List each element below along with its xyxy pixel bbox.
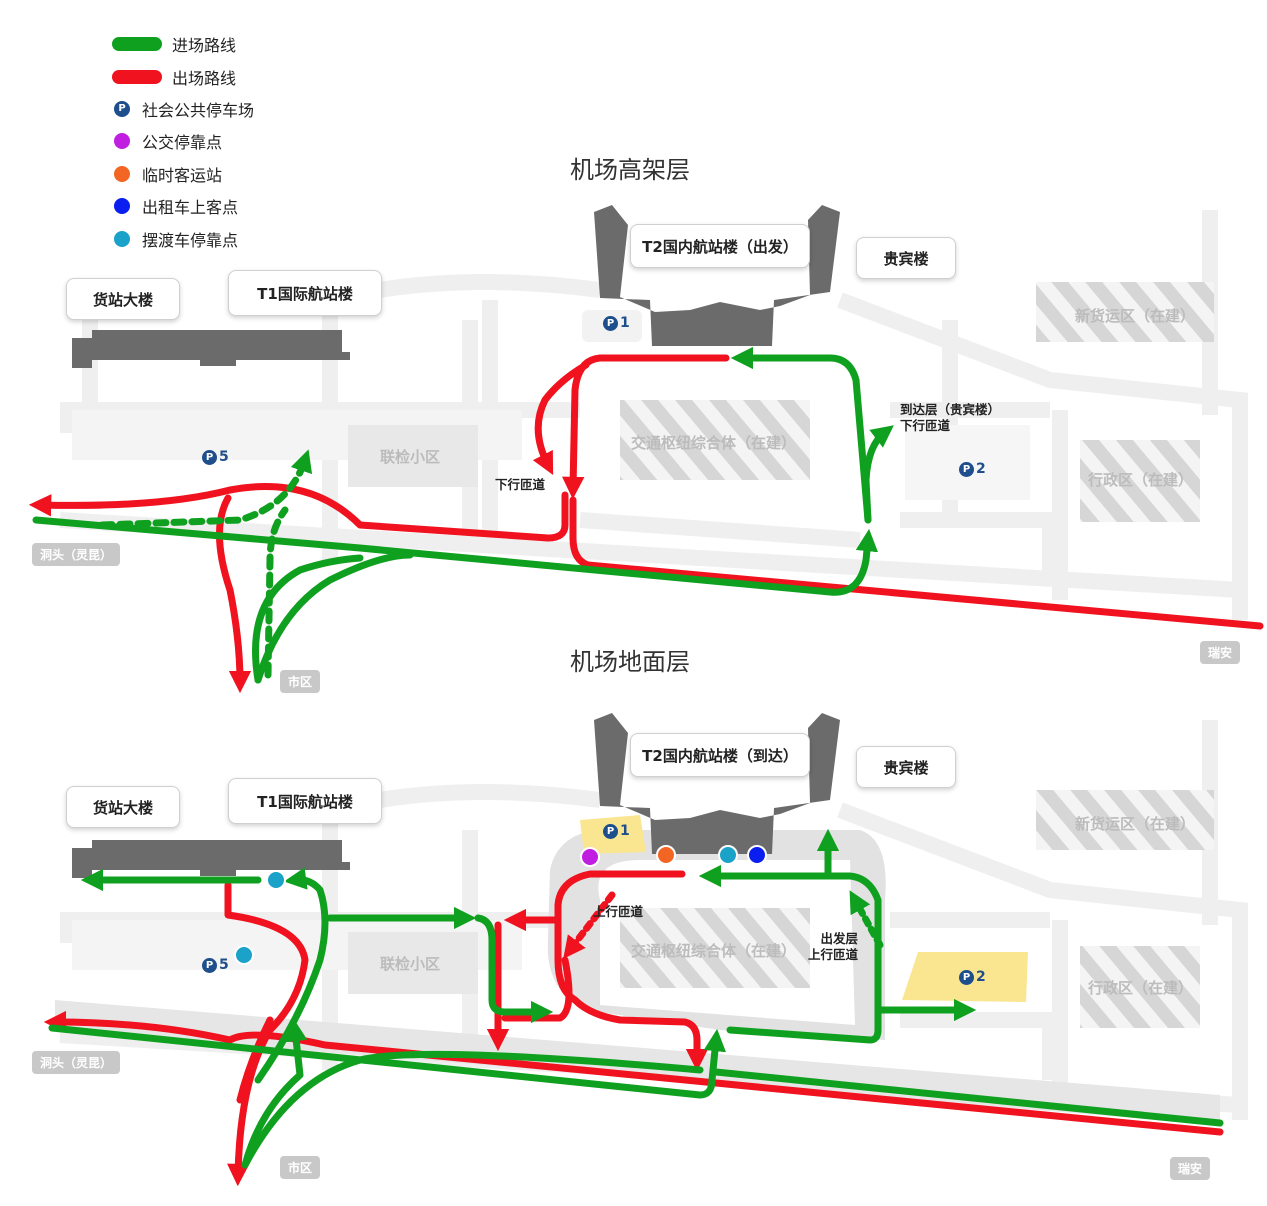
legend-item: 进场路线 bbox=[112, 28, 254, 60]
shuttle-stop-marker bbox=[266, 870, 286, 890]
t2-arrival-callout: T2国内航站楼（到达） bbox=[630, 733, 810, 777]
legend-label: 出场路线 bbox=[172, 68, 237, 88]
cargo-building-callout: 货站大楼 bbox=[66, 278, 180, 320]
new-cargo-area-label: 新货运区（在建） bbox=[1075, 815, 1196, 833]
upper-t2-building bbox=[594, 205, 840, 346]
lower-hub-block bbox=[620, 908, 810, 988]
shuttle-stop-icon bbox=[114, 230, 130, 247]
departure-ramp-label: 出发层 上行匝道 bbox=[808, 931, 859, 962]
admin-area-label: 行政区（在建） bbox=[1088, 471, 1194, 489]
lower-routes bbox=[43, 828, 1224, 1187]
upper-cargo-new-block bbox=[1036, 282, 1214, 342]
cargo-building-callout: 货站大楼 bbox=[66, 786, 180, 828]
lower-inspection-block bbox=[348, 932, 478, 994]
legend-item: 出场路线 bbox=[112, 60, 254, 92]
legend-label: 公交停靠点 bbox=[142, 133, 223, 153]
parking-icon: P bbox=[603, 315, 618, 331]
parking-icon: P bbox=[114, 100, 130, 117]
taxi-pickup-marker bbox=[747, 845, 767, 865]
upper-hub-block bbox=[620, 400, 810, 480]
lower-level-title: 机场地面层 bbox=[570, 648, 690, 676]
lower-map bbox=[43, 713, 1248, 1187]
parking-icon: P bbox=[202, 449, 217, 465]
lower-admin-block bbox=[1080, 946, 1200, 1028]
bus-stop-icon bbox=[114, 133, 130, 150]
exit-route-line bbox=[112, 69, 162, 84]
inspection-area-label: 联检小区 bbox=[380, 955, 441, 973]
road-tag-east: 瑞安 bbox=[1170, 1157, 1211, 1180]
road-tag-west: 洞头（灵昆） bbox=[32, 1051, 121, 1074]
legend-label: 社会公共停车场 bbox=[142, 100, 255, 120]
vip-building-callout: 贵宾楼 bbox=[856, 746, 956, 788]
legend-item: 临时客运站 bbox=[112, 158, 254, 190]
road-tag-city: 市区 bbox=[280, 1156, 321, 1179]
road-tag-west: 洞头（灵昆） bbox=[32, 543, 121, 566]
parking-icon: P bbox=[202, 957, 217, 973]
shuttle-stop-marker bbox=[234, 945, 254, 965]
up-ramp-label: 上行匝道 bbox=[593, 904, 644, 919]
road-tag-east: 瑞安 bbox=[1200, 641, 1241, 664]
transport-hub-label: 交通枢纽综合体（在建） bbox=[631, 434, 797, 452]
parking-icon: P bbox=[959, 461, 974, 477]
new-cargo-area-label: 新货运区（在建） bbox=[1075, 307, 1196, 325]
parking-icon: P bbox=[959, 969, 974, 985]
legend-item: 摆渡车停靠点 bbox=[112, 222, 254, 254]
admin-area-label: 行政区（在建） bbox=[1088, 979, 1194, 997]
legend-label: 临时客运站 bbox=[142, 165, 223, 185]
vip-building-callout: 贵宾楼 bbox=[856, 237, 956, 279]
legend-item: P 社会公共停车场 bbox=[112, 93, 254, 125]
bus-stop-marker bbox=[580, 847, 600, 867]
upper-inspection-block bbox=[348, 425, 478, 487]
taxi-pickup-icon bbox=[114, 198, 130, 215]
upper-admin-block bbox=[1080, 440, 1200, 522]
legend-item: 公交停靠点 bbox=[112, 125, 254, 157]
parking-icon: P bbox=[603, 823, 618, 839]
legend-label: 进场路线 bbox=[172, 36, 237, 56]
upper-t1-building bbox=[72, 330, 350, 368]
legend: 进场路线出场路线 P 社会公共停车场公交停靠点临时客运站出租车上客点摆渡车停靠点 bbox=[112, 28, 254, 255]
transport-hub-label: 交通枢纽综合体（在建） bbox=[631, 942, 797, 960]
down-ramp-label: 下行匝道 bbox=[495, 477, 546, 492]
legend-label: 出租车上客点 bbox=[142, 198, 239, 218]
upper-level-title: 机场高架层 bbox=[570, 156, 690, 184]
t2-departure-callout: T2国内航站楼（出发） bbox=[630, 224, 810, 268]
shuttle-stop-marker bbox=[718, 845, 738, 865]
legend-item: 出租车上客点 bbox=[112, 190, 254, 222]
lower-t1-building bbox=[72, 840, 350, 878]
upper-map bbox=[28, 205, 1264, 694]
road-tag-city: 市区 bbox=[280, 670, 321, 693]
t1-terminal-callout: T1国际航站楼 bbox=[228, 270, 382, 316]
arrival-ramp-label: 到达层（贵宾楼） 下行匝道 bbox=[900, 402, 1001, 433]
coach-station-icon bbox=[114, 165, 130, 182]
lower-t2-building bbox=[594, 713, 840, 854]
legend-label: 摆渡车停靠点 bbox=[142, 230, 239, 250]
entry-route-line bbox=[112, 37, 162, 52]
upper-routes bbox=[28, 346, 1264, 694]
coach-station-marker bbox=[656, 845, 676, 865]
t1-terminal-callout: T1国际航站楼 bbox=[228, 778, 382, 824]
lower-cargo-new-block bbox=[1036, 790, 1214, 850]
inspection-area-label: 联检小区 bbox=[380, 448, 441, 466]
